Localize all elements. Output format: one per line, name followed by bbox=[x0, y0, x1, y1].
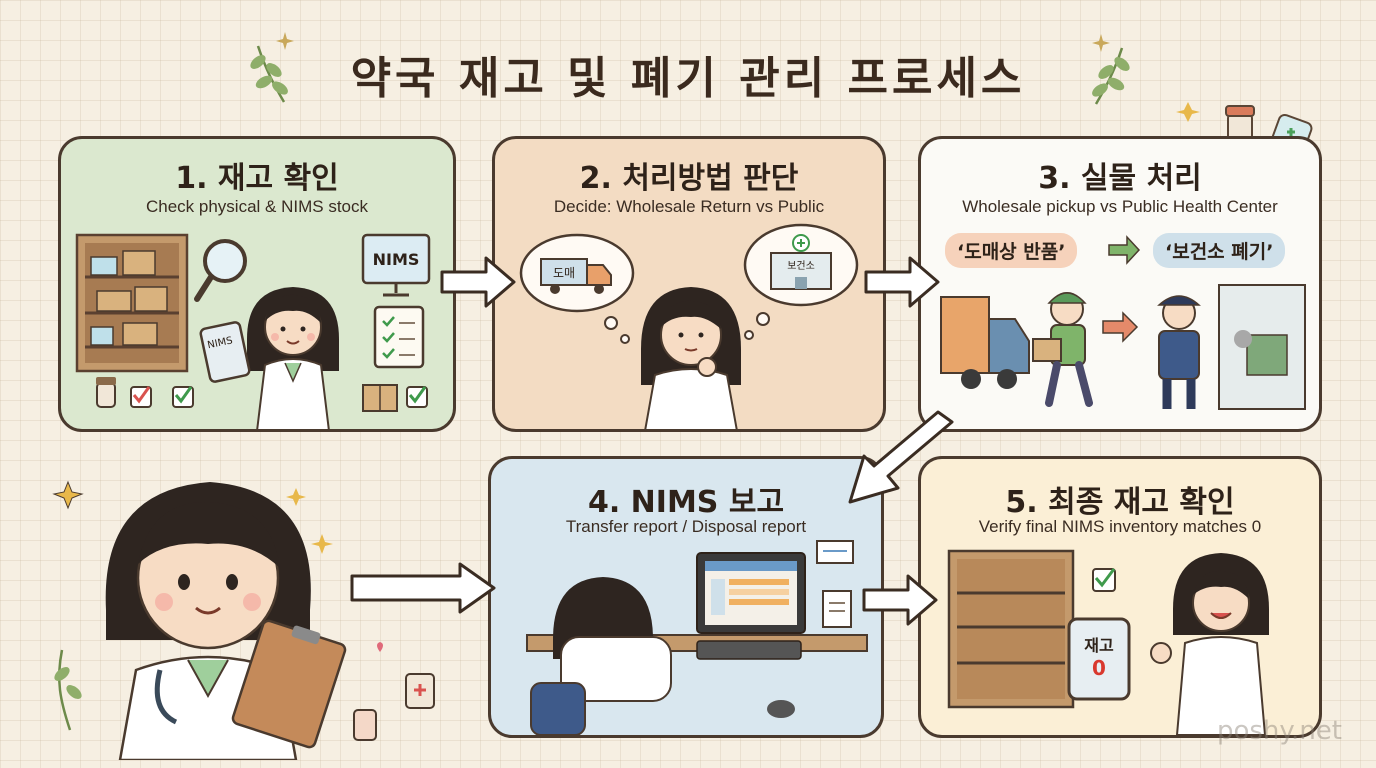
step-4-title: 4. NIMS 보고 bbox=[587, 485, 785, 520]
thought-bubble-truck: 도매 bbox=[519, 233, 635, 344]
document-icon bbox=[822, 590, 852, 628]
sparkle-icon bbox=[276, 32, 294, 50]
step-2-subtitle: Decide: Wholesale Return vs Public bbox=[553, 197, 825, 216]
main-pharmacist-figure bbox=[52, 480, 435, 760]
delivery-truck-icon bbox=[940, 296, 1030, 389]
keyboard-icon bbox=[696, 640, 802, 660]
arrow-to-4-icon bbox=[350, 562, 496, 614]
step-5-title: 5. 최종 재고 확인 bbox=[1005, 485, 1235, 520]
box-icon bbox=[362, 384, 398, 412]
step-5-panel: 5. 최종 재고 확인 Verify final NIMS inventory … bbox=[918, 456, 1322, 738]
mouse-icon bbox=[767, 700, 795, 718]
arrow-1-to-2-icon bbox=[440, 256, 516, 308]
empty-shelf-icon bbox=[947, 549, 1075, 709]
checkbox-icon bbox=[1092, 568, 1116, 592]
monitor-label: NIMS bbox=[373, 250, 420, 269]
arrow-right-green-icon bbox=[1108, 235, 1141, 265]
magnifier-icon bbox=[194, 239, 247, 302]
bottle-icon bbox=[96, 377, 116, 408]
delivery-worker-figure bbox=[1032, 292, 1093, 407]
inventory-tablet-icon: 재고 0 bbox=[1067, 617, 1131, 701]
sparkle-icon bbox=[1092, 34, 1110, 52]
tablet-icon: NIMS bbox=[199, 321, 251, 383]
truck-label: 도매 bbox=[553, 266, 575, 280]
arrow-2-to-3-icon bbox=[864, 256, 940, 308]
report-form-icon bbox=[816, 540, 854, 564]
arrow-3-to-4-icon bbox=[848, 410, 954, 504]
thumbs-up-pharmacist-figure bbox=[1150, 553, 1269, 735]
arrow-right-orange-icon bbox=[1102, 311, 1139, 343]
checkbox-icon bbox=[130, 386, 428, 408]
step-2-panel: 2. 처리방법 판단 Decide: Wholesale Return vs P… bbox=[492, 136, 886, 432]
step-3-subtitle: Wholesale pickup vs Public Health Center bbox=[962, 197, 1278, 216]
inventory-label: 재고 bbox=[1084, 636, 1114, 655]
step-4-subtitle: Transfer report / Disposal report bbox=[565, 517, 807, 536]
page-title: 약국 재고 및 폐기 관리 프로세스 bbox=[350, 53, 1026, 104]
step-4-panel: 4. NIMS 보고 Transfer report / Disposal re… bbox=[488, 456, 884, 738]
thought-bubble-health-center: 보건소 bbox=[743, 223, 859, 340]
thinking-pharmacist-figure bbox=[641, 287, 741, 429]
inventory-value: 0 bbox=[1092, 656, 1106, 680]
option-wholesale-return: ‘도매상 반품’ bbox=[945, 233, 1078, 268]
shelf-icon bbox=[75, 233, 189, 373]
typing-pharmacist-figure bbox=[530, 577, 672, 735]
step-1-title: 1. 재고 확인 bbox=[175, 161, 339, 196]
tablet-label: NIMS bbox=[207, 335, 234, 351]
watermark: poshy.net bbox=[1216, 716, 1342, 746]
arrow-4-to-5-icon bbox=[862, 574, 938, 626]
step-3-panel: 3. 실물 처리 Wholesale pickup vs Public Heal… bbox=[918, 136, 1322, 432]
nims-monitor-icon: NIMS bbox=[361, 233, 431, 297]
computer-monitor-icon bbox=[696, 552, 806, 634]
leaf-left-icon bbox=[250, 45, 288, 103]
step-5-subtitle: Verify final NIMS inventory matches 0 bbox=[978, 517, 1262, 536]
health-officer-figure bbox=[1157, 295, 1201, 409]
building-label: 보건소 bbox=[787, 260, 815, 272]
leaf-right-icon bbox=[1092, 47, 1130, 105]
step-1-panel: 1. 재고 확인 Check physical & NIMS stock NIM… bbox=[58, 136, 456, 432]
pharmacist-figure bbox=[247, 287, 339, 429]
step-2-title: 2. 처리방법 판단 bbox=[579, 161, 799, 196]
step-1-subtitle: Check physical & NIMS stock bbox=[145, 197, 368, 216]
disposal-room-icon bbox=[1218, 284, 1306, 410]
option-health-center-disposal: ‘보건소 폐기’ bbox=[1153, 233, 1286, 268]
step-3-title: 3. 실물 처리 bbox=[1038, 161, 1202, 196]
checklist-icon bbox=[373, 305, 425, 369]
